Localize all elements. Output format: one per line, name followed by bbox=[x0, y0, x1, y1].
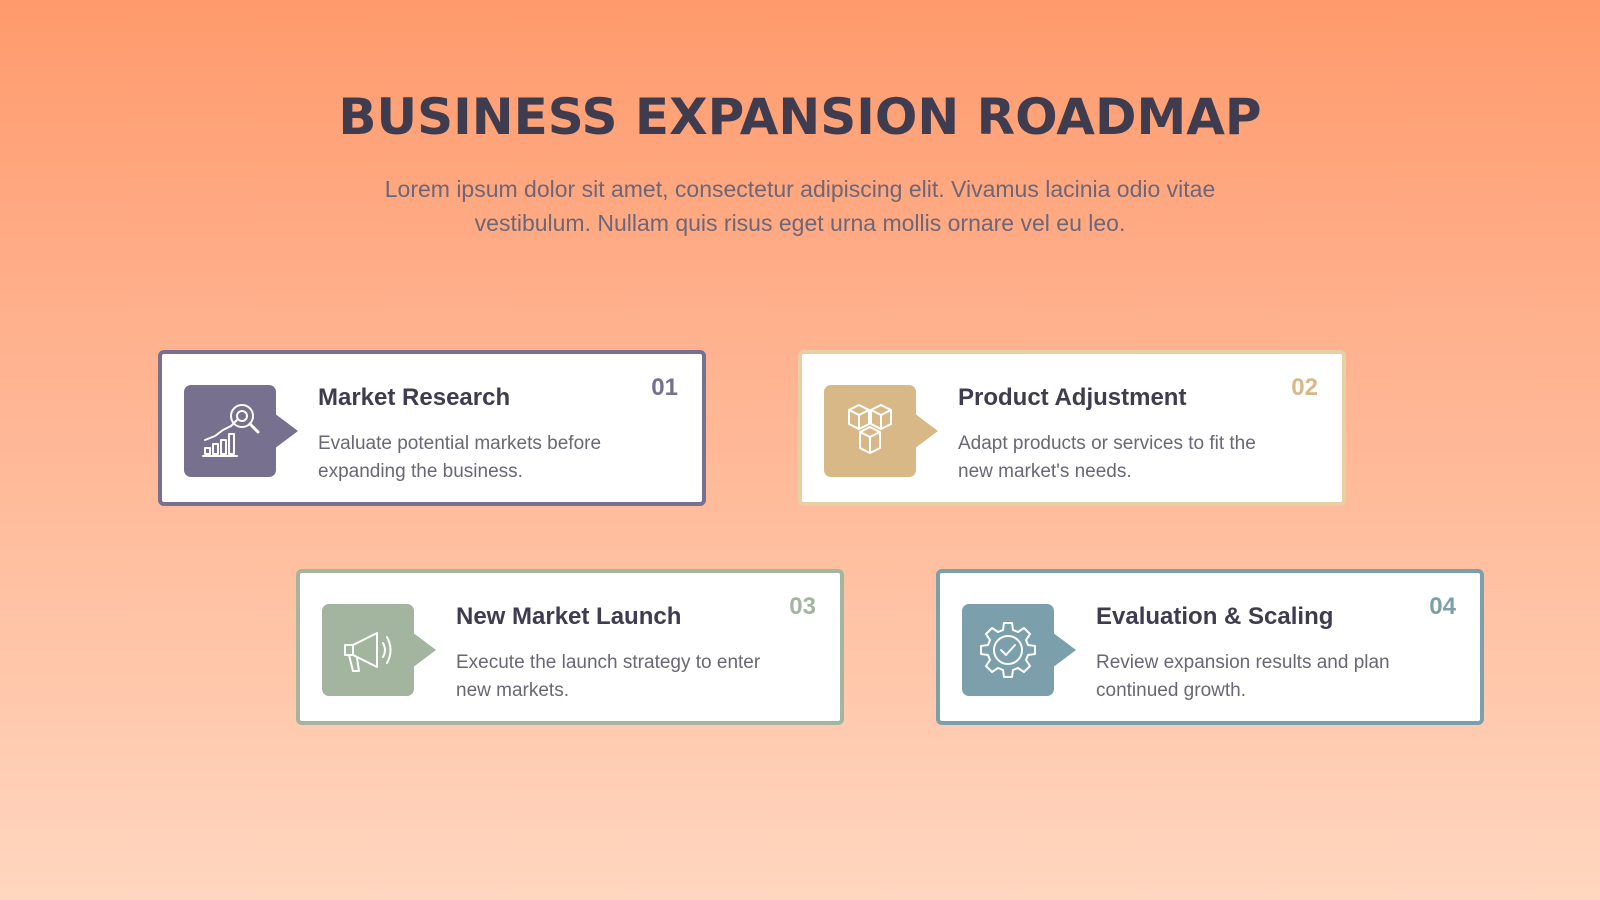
step-number: 03 bbox=[789, 593, 816, 620]
megaphone-icon bbox=[344, 632, 392, 672]
step-title: Market Research bbox=[318, 384, 511, 411]
step-number: 04 bbox=[1429, 593, 1456, 620]
step-description: Execute the launch strategy to enter new… bbox=[456, 652, 761, 701]
step-card-product-adjustment: Product Adjustment 02 Adapt products or … bbox=[798, 350, 1346, 506]
step-description: Adapt products or services to fit the ne… bbox=[958, 433, 1256, 482]
step-title: New Market Launch bbox=[456, 603, 682, 630]
page-title: BUSINESS EXPANSION ROADMAP bbox=[338, 88, 1262, 146]
market-research-icon bbox=[202, 404, 260, 457]
step-number: 02 bbox=[1291, 374, 1318, 401]
step-card-market-research: Market Research 01 Evaluate potential ma… bbox=[158, 350, 706, 506]
boxes-icon bbox=[848, 404, 892, 454]
step-card-new-market-launch: New Market Launch 03 Execute the launch … bbox=[296, 569, 844, 725]
page-subtitle: Lorem ipsum dolor sit amet, consectetur … bbox=[384, 176, 1216, 236]
gear-check-icon bbox=[980, 622, 1036, 678]
step-description: Evaluate potential markets before expand… bbox=[318, 433, 602, 482]
step-icon-box bbox=[962, 604, 1076, 696]
step-title: Product Adjustment bbox=[958, 384, 1187, 411]
step-icon-box bbox=[824, 385, 938, 477]
step-number: 01 bbox=[651, 374, 678, 401]
step-description: Review expansion results and plan contin… bbox=[1096, 652, 1390, 701]
step-card-evaluation-scaling: Evaluation & Scaling 04 Review expansion… bbox=[936, 569, 1484, 725]
step-icon-box bbox=[184, 385, 298, 477]
step-icon-box bbox=[322, 604, 436, 696]
step-title: Evaluation & Scaling bbox=[1096, 603, 1334, 630]
